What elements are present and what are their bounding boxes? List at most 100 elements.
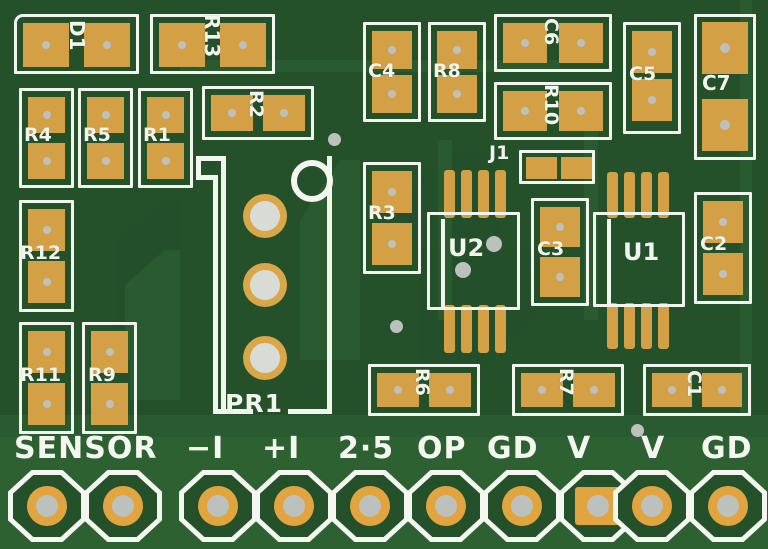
via-bottom-right: [631, 424, 644, 437]
component-outline-r5[interactable]: [78, 88, 133, 188]
component-outline-r12[interactable]: [19, 200, 74, 312]
via-r6-1: [394, 386, 402, 394]
pad-u1-pin6: [624, 303, 635, 349]
via-d1-2: [103, 41, 111, 49]
edge-pad-op[interactable]: [407, 470, 485, 542]
via-r1-1: [162, 111, 170, 119]
edge-pad-sensor-1[interactable]: [8, 470, 86, 542]
component-outline-r3[interactable]: [363, 162, 421, 274]
pad-u1-pin7: [641, 303, 652, 349]
via-r5-2: [102, 157, 110, 165]
component-outline-j1[interactable]: [519, 150, 595, 184]
edge-pad-2-5[interactable]: [331, 470, 409, 542]
component-outline-r6[interactable]: [368, 364, 480, 416]
via-r8-1: [453, 46, 461, 54]
component-outline-d1[interactable]: [14, 14, 139, 74]
via-u2-a: [486, 236, 502, 252]
edge-pad-gd-2[interactable]: [689, 470, 767, 542]
component-outline-r10[interactable]: [494, 82, 612, 140]
via-c3-2: [556, 273, 564, 281]
via-r5-1: [102, 111, 110, 119]
ref-label-r2: R2: [245, 90, 267, 118]
ref-label-r7: R7: [555, 368, 577, 396]
via-center-top: [328, 133, 341, 146]
pad-u1-pin3: [641, 172, 652, 218]
via-r11-1: [43, 348, 51, 356]
ref-label-r1: R1: [143, 124, 171, 146]
edge-label-plus-i: +I: [262, 431, 301, 466]
component-outline-r13[interactable]: [150, 14, 275, 74]
edge-label-minus-i: −I: [186, 431, 225, 466]
pad-j1-2: [561, 157, 592, 179]
pad-u1-pin5: [607, 303, 618, 349]
ref-label-pr1: PR1: [225, 389, 283, 418]
ref-label-r3: R3: [368, 202, 396, 224]
component-outline-r11[interactable]: [19, 322, 74, 434]
edge-pad-v-2[interactable]: [613, 470, 691, 542]
ref-label-r6: R6: [411, 368, 433, 396]
ref-label-c6: C6: [540, 18, 562, 46]
component-outline-r9[interactable]: [82, 322, 137, 434]
via-r10-1: [521, 107, 529, 115]
pad-u1-pin8: [658, 303, 669, 349]
component-outline-r7[interactable]: [512, 364, 624, 416]
edge-pad-plus-i[interactable]: [255, 470, 333, 542]
pad-u1-pin2: [624, 172, 635, 218]
ref-label-r9: R9: [88, 364, 116, 386]
via-c1-2: [718, 386, 726, 394]
edge-label-gd-2: GD: [701, 431, 753, 466]
via-c2-2: [719, 270, 727, 278]
pad-u1-pin1: [607, 172, 618, 218]
via-r13-2: [239, 41, 247, 49]
ref-label-r12: R12: [20, 242, 62, 264]
ref-label-d1: D1: [65, 20, 89, 51]
via-r2-2: [280, 109, 288, 117]
component-outline-r1[interactable]: [138, 88, 193, 188]
ref-label-r4: R4: [24, 124, 52, 146]
via-c1-1: [668, 386, 676, 394]
component-outline-u1[interactable]: [593, 212, 685, 307]
component-outline-r8[interactable]: [428, 22, 486, 122]
component-outline-c2[interactable]: [694, 192, 752, 304]
via-r3-1: [388, 188, 396, 196]
component-outline-c5[interactable]: [623, 22, 681, 134]
via-r13-1: [178, 41, 186, 49]
via-r11-2: [43, 400, 51, 408]
via-center-mid: [390, 320, 403, 333]
component-outline-c3[interactable]: [531, 198, 589, 306]
component-outline-u2[interactable]: [427, 212, 520, 310]
component-outline-c1[interactable]: [643, 364, 751, 416]
via-c4-1: [388, 46, 396, 54]
via-c5-2: [648, 96, 656, 104]
via-c5-1: [648, 48, 656, 56]
edge-label-sensor: SENSOR: [14, 431, 158, 466]
edge-label-2-5: 2·5: [338, 431, 395, 466]
edge-pad-gd-1[interactable]: [483, 470, 561, 542]
edge-label-gd-1: GD: [487, 431, 539, 466]
via-c2-1: [719, 218, 727, 226]
ref-label-r8: R8: [433, 60, 461, 82]
edge-label-op: OP: [417, 431, 467, 466]
edge-pad-minus-i[interactable]: [179, 470, 257, 542]
via-r3-2: [388, 240, 396, 248]
component-outline-c4[interactable]: [363, 22, 421, 122]
via-r9-2: [106, 400, 114, 408]
ref-label-r5: R5: [83, 124, 111, 146]
component-outline-c6[interactable]: [494, 14, 612, 72]
pad-u2-pin1: [444, 170, 455, 218]
component-outline-r2[interactable]: [202, 86, 314, 140]
edge-pad-sensor-2[interactable]: [84, 470, 162, 542]
pad-pr1-3: [243, 336, 287, 380]
via-r6-2: [446, 386, 454, 394]
via-r1-2: [162, 157, 170, 165]
component-outline-r4[interactable]: [19, 88, 74, 188]
pad-u2-pin3: [478, 170, 489, 218]
pad-pr1-2: [243, 263, 287, 307]
component-outline-pr1[interactable]: [196, 156, 332, 414]
via-c6-1: [521, 39, 529, 47]
component-outline-c7[interactable]: [694, 14, 756, 160]
via-r7-2: [590, 386, 598, 394]
ref-label-r11: R11: [20, 364, 62, 386]
pad-u1-pin4: [658, 172, 669, 218]
ref-label-c5: C5: [629, 63, 657, 85]
